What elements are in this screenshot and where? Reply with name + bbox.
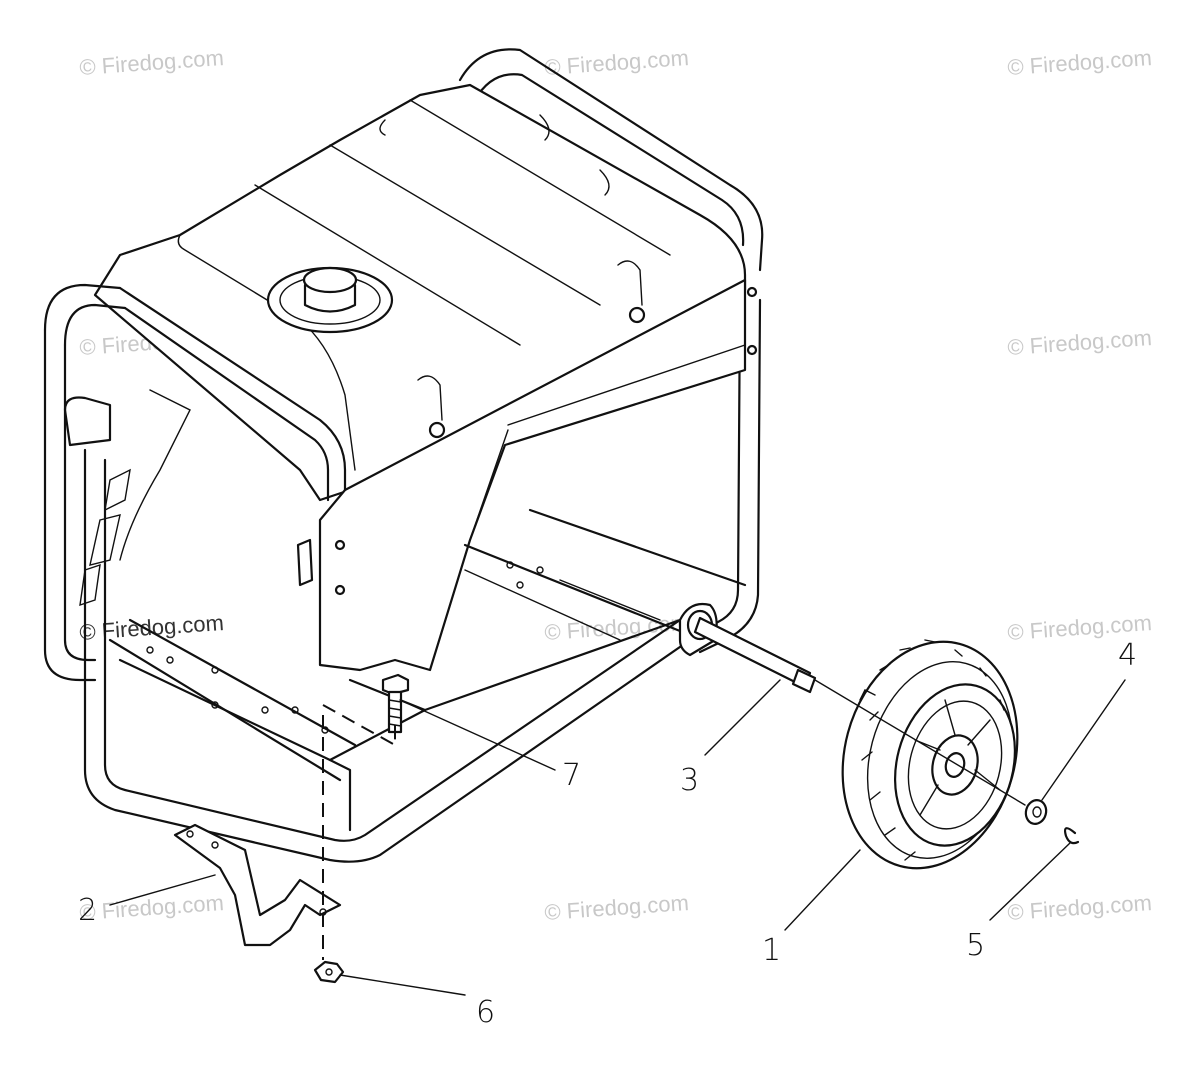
handle-bracket-part-2 [173,823,342,947]
callout-5: 5 [966,928,985,963]
watermark: © Firedog.com [544,890,690,925]
watermark: © Firedog.com [1007,45,1153,80]
frame-front [43,283,747,863]
base-plate-holes [146,561,544,734]
axle-part-3 [693,616,817,694]
watermark: © Firedog.com [79,890,225,925]
fuel-cap-icon [266,266,394,334]
clip-part-5 [1063,827,1080,845]
callout-2: 2 [78,893,97,928]
frame-rear [458,48,764,654]
leader-1 [784,849,861,931]
leader-4 [1041,679,1126,801]
axle-centerline [814,679,1026,806]
bolt-part-7 [381,673,410,734]
nut-part-6 [313,960,345,984]
tank-mount-bolts [417,260,646,439]
callout-4: 4 [1118,638,1137,673]
leader-5 [989,842,1071,921]
callout-numbers: 1 2 3 4 5 6 7 [78,638,1137,1030]
leader-7 [399,699,556,771]
leader-3 [704,679,781,756]
watermark: © Firedog.com [79,610,225,645]
leader-6 [339,974,466,996]
washer-part-4 [1024,799,1048,825]
watermark: © Firedog.com [1007,890,1153,925]
callout-3: 3 [680,763,699,798]
watermark: © Firedog.com [1007,325,1153,360]
assembly-lines [322,704,396,960]
callout-7: 7 [562,758,581,793]
callout-1: 1 [762,933,781,968]
engine-mount-panel [318,278,758,672]
engine-side [63,389,314,607]
leader-lines [109,679,1126,996]
watermark: © Firedog.com [79,45,225,80]
leader-2 [109,874,216,906]
wheel-part-1 [841,639,1019,870]
callout-6: 6 [476,995,495,1030]
watermark: © Firedog.com [544,45,690,80]
fuel-tank [93,83,747,502]
